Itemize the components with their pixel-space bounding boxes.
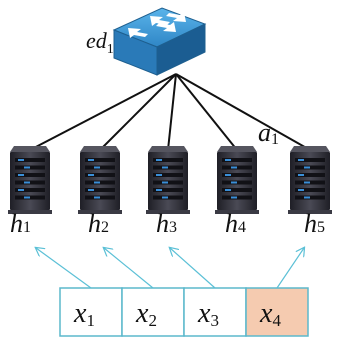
host-label-5: h5	[304, 209, 325, 238]
network-switch-icon	[112, 7, 207, 76]
host-label-2: h2	[88, 209, 109, 238]
link-line-4	[175, 73, 238, 151]
host-labels: h1 h2 h3 h4 h5	[10, 209, 325, 238]
input-box-3: x3	[183, 287, 247, 337]
input-box-4: x4	[245, 287, 309, 337]
server-group	[8, 146, 332, 214]
mapping-arrow-4	[276, 248, 304, 289]
mapping-arrow-1	[36, 248, 92, 289]
server-rack-icon	[8, 146, 52, 214]
input-boxes: x1 x2 x3 x4	[59, 287, 309, 337]
input-box-2: x2	[121, 287, 185, 337]
mapping-arrow-3	[170, 248, 216, 289]
input-label-4: x4	[259, 298, 281, 330]
switch-label: ed1	[86, 28, 114, 57]
server-rack-icon	[215, 146, 259, 214]
input-label-2: x2	[135, 298, 157, 330]
host-label-4: h4	[225, 209, 246, 238]
input-label-3: x3	[197, 298, 219, 330]
server-rack-icon	[288, 146, 332, 214]
host-label-3: h3	[156, 209, 177, 238]
network-links	[29, 73, 311, 151]
mapping-arrow-2	[104, 248, 154, 289]
host-label-1: h1	[10, 209, 31, 238]
input-box-1: x1	[59, 287, 123, 337]
link-line-5	[175, 73, 311, 151]
link-line-2	[99, 73, 177, 151]
link-line-3	[167, 73, 177, 151]
annotation-label: a1	[258, 118, 279, 148]
server-rack-icon	[146, 146, 190, 214]
input-label-1: x1	[73, 298, 95, 330]
link-line-1	[29, 73, 177, 151]
mapping-arrows	[36, 248, 304, 289]
server-rack-icon	[78, 146, 122, 214]
